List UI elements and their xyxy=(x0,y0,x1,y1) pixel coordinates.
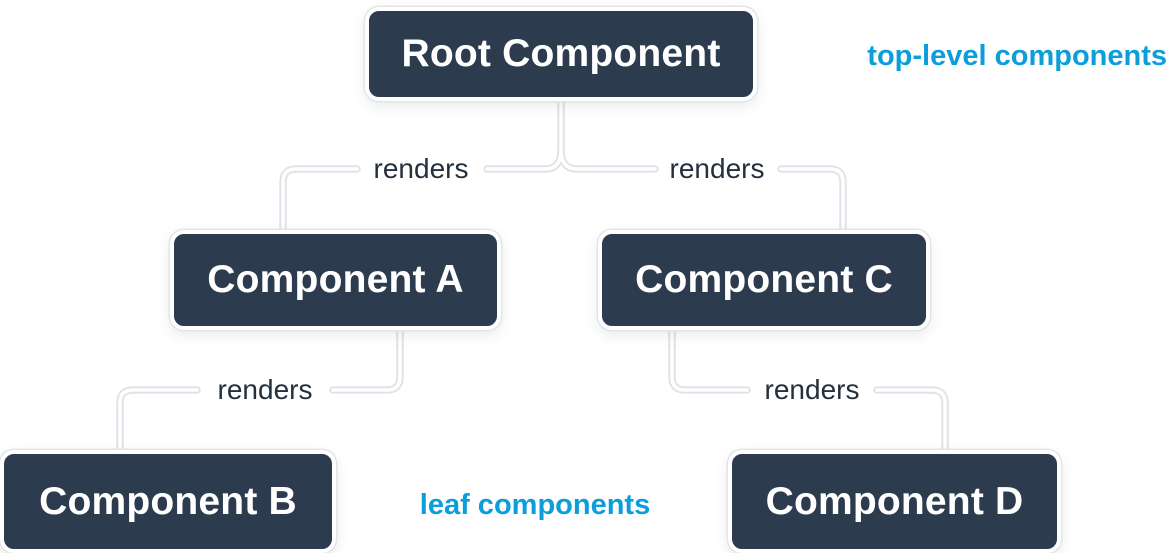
annotation-top-level-components: top-level components xyxy=(867,40,1167,72)
node-root-component: Root Component xyxy=(365,7,757,101)
edge-label-renders-a-b: renders xyxy=(217,374,313,405)
node-component-b: Component B xyxy=(0,450,336,553)
node-label: Component C xyxy=(635,258,893,301)
node-component-c: Component C xyxy=(598,230,930,330)
annotation-leaf-components: leaf components xyxy=(419,489,651,521)
node-label: Component D xyxy=(765,479,1024,523)
node-label: Component A xyxy=(207,258,464,301)
edge-label-renders-c-d: renders xyxy=(764,374,860,405)
node-label: Component B xyxy=(39,479,297,523)
edge-label-renders-root-c: renders xyxy=(669,153,765,184)
edge-label-renders-root-a: renders xyxy=(373,153,469,184)
node-component-d: Component D xyxy=(728,450,1061,553)
node-label: Root Component xyxy=(401,32,721,75)
node-component-a: Component A xyxy=(170,230,501,330)
